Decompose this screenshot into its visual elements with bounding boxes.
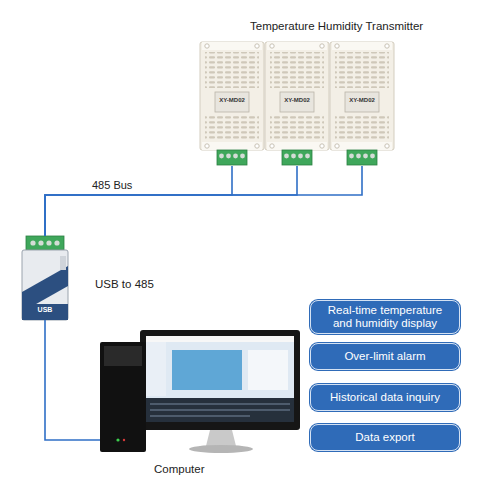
computer-illustration — [100, 330, 300, 453]
feature-box: Data export — [310, 424, 460, 451]
monitor-frame — [140, 330, 300, 430]
feature-text: Over-limit alarm — [344, 350, 425, 363]
terminal-screw — [46, 240, 51, 245]
terminal-screw — [38, 240, 43, 245]
bus-wire — [45, 320, 100, 440]
port-label: USB — [22, 306, 68, 314]
monitor-stand — [206, 430, 236, 446]
converter-device — [22, 236, 68, 320]
transmitter-node: XY-MD02 — [330, 40, 394, 166]
transmitter-node: XY-MD02 — [200, 40, 264, 166]
device-label: Computer — [154, 463, 205, 476]
screen-panel — [248, 350, 288, 390]
bus-wire — [45, 166, 362, 236]
feature-box: Over-limit alarm — [310, 343, 460, 370]
converter-body — [22, 250, 68, 320]
drive-bay — [104, 346, 142, 366]
terminal-screw — [30, 240, 35, 245]
converter-band — [22, 304, 68, 320]
model-label: XY-MD02 — [280, 97, 314, 104]
terminal-screw — [54, 240, 59, 245]
monitor-base — [189, 445, 253, 453]
screen-image — [172, 350, 242, 390]
model-label: XY-MD02 — [345, 97, 379, 104]
disk-led — [123, 439, 125, 441]
feature-text: Data export — [355, 431, 414, 444]
feature-text: Historical data inquiry — [330, 391, 440, 404]
transmitter-device — [265, 42, 329, 165]
screen-table — [146, 398, 294, 422]
bus-wire — [45, 166, 232, 236]
model-label: XY-MD02 — [215, 97, 249, 104]
terminal-block — [26, 236, 64, 250]
status-led-panel — [60, 256, 66, 270]
power-led — [116, 438, 119, 441]
screen-row — [150, 404, 290, 405]
feature-text: Real-time temperature and humidity displ… — [317, 304, 453, 330]
computer-node: Computer — [100, 330, 300, 452]
transmitter-node: XY-MD02 — [265, 40, 329, 166]
bus-label: 485 Bus — [92, 179, 132, 191]
feature-box: Real-time temperature and humidity displ… — [310, 300, 460, 334]
transmitter-device — [200, 42, 264, 165]
screen-row — [150, 410, 290, 411]
bus-wire — [45, 166, 297, 236]
screen-panel — [146, 342, 166, 396]
pc-tower — [100, 342, 146, 452]
diagram-title: Temperature Humidity Transmitter — [250, 20, 423, 32]
feature-box: Historical data inquiry — [310, 384, 460, 411]
monitor-screen — [146, 336, 294, 422]
screen-row — [150, 416, 250, 417]
converter-node: USB to 485USB — [22, 236, 68, 320]
transmitter-device — [330, 42, 394, 165]
screen-toolbar — [146, 336, 294, 342]
device-label: USB to 485 — [95, 278, 154, 291]
